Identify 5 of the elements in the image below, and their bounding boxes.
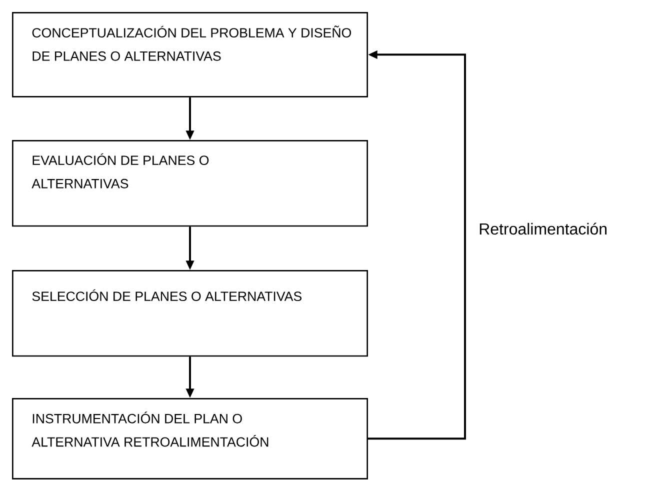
process-box: SELECCIÓN DE PLANES O ALTERNATIVAS <box>12 270 368 357</box>
process-box: CONCEPTUALIZACIÓN DEL PROBLEMA Y DISEÑO DE PLANES O ALTERNATIVAS <box>12 12 368 98</box>
edge-label: Retroalimentación <box>480 222 606 235</box>
process-box: INSTRUMENTACIÓN DEL PLAN O ALTERNATIVA RETROALIMENTACIÓN <box>12 398 368 480</box>
process-box: EVALUACIÓN DE PLANES O ALTERNATIVAS <box>12 140 368 227</box>
